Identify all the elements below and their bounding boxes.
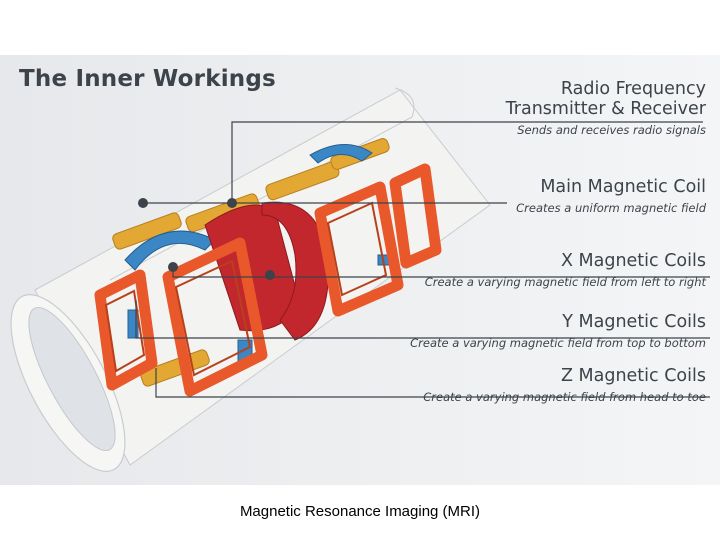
- mri-diagram: The Inner Workings Radio Frequency Trans…: [0, 55, 720, 485]
- leader-rf: [231, 121, 703, 203]
- y-coils: [124, 144, 391, 365]
- x-coil-loop: [162, 237, 268, 397]
- leader-dot: [265, 270, 275, 280]
- label-y-magnetic-coils: Y Magnetic Coils Create a varying magnet…: [410, 312, 706, 351]
- label-z-magnetic-coils: Z Magnetic Coils Create a varying magnet…: [423, 366, 706, 405]
- x-coil-loop: [94, 269, 158, 391]
- leader-z: [155, 368, 710, 398]
- y-coil-band: [124, 230, 216, 271]
- label-rf-transmitter: Radio Frequency Transmitter & Receiver S…: [506, 79, 706, 138]
- label-subtext: Create a varying magnetic field from lef…: [424, 275, 706, 289]
- leader-dot: [227, 198, 237, 208]
- cylinder-bore: [28, 306, 116, 452]
- label-heading: Main Magnetic Coil: [540, 177, 706, 197]
- x-coil-inner: [104, 289, 146, 373]
- z-coil-bar: [112, 212, 182, 250]
- y-coil-band: [309, 144, 373, 164]
- cylinder-top-edge: [109, 87, 415, 281]
- leader-dot: [168, 262, 178, 272]
- main-magnetic-coil: [204, 201, 329, 341]
- label-subtext: Create a varying magnetic field from top…: [410, 336, 706, 350]
- figure-caption: Magnetic Resonance Imaging (MRI): [239, 503, 481, 520]
- label-heading: Radio Frequency: [560, 79, 706, 99]
- main-coil-ring: [261, 201, 329, 341]
- mri-illustration: [10, 87, 710, 472]
- x-coil-inner: [326, 201, 388, 297]
- leader-dots: [138, 198, 275, 280]
- label-heading: Y Magnetic Coils: [562, 312, 706, 332]
- leader-dot: [138, 198, 148, 208]
- label-subtext: Create a varying magnetic field from hea…: [423, 390, 706, 404]
- label-heading: X Magnetic Coils: [560, 251, 706, 271]
- leader-y: [135, 300, 710, 339]
- x-coil-loop: [389, 163, 442, 269]
- x-coils: [94, 163, 442, 397]
- x-coil-shadows: [104, 201, 388, 377]
- label-subtext: Creates a uniform magnetic field: [516, 201, 706, 215]
- diagram-title: The Inner Workings: [19, 66, 276, 92]
- label-subtext: Sends and receives radio signals: [517, 123, 706, 137]
- label-heading: Transmitter & Receiver: [505, 99, 706, 119]
- label-main-magnetic-coil: Main Magnetic Coil Creates a uniform mag…: [516, 177, 706, 216]
- x-coil-inner: [174, 259, 252, 377]
- y-coil-band: [127, 309, 139, 339]
- label-x-magnetic-coils: X Magnetic Coils Create a varying magnet…: [425, 251, 706, 290]
- z-coil-bar: [140, 349, 210, 387]
- label-heading: Z Magnetic Coils: [560, 366, 706, 386]
- x-coil-loop: [314, 181, 404, 317]
